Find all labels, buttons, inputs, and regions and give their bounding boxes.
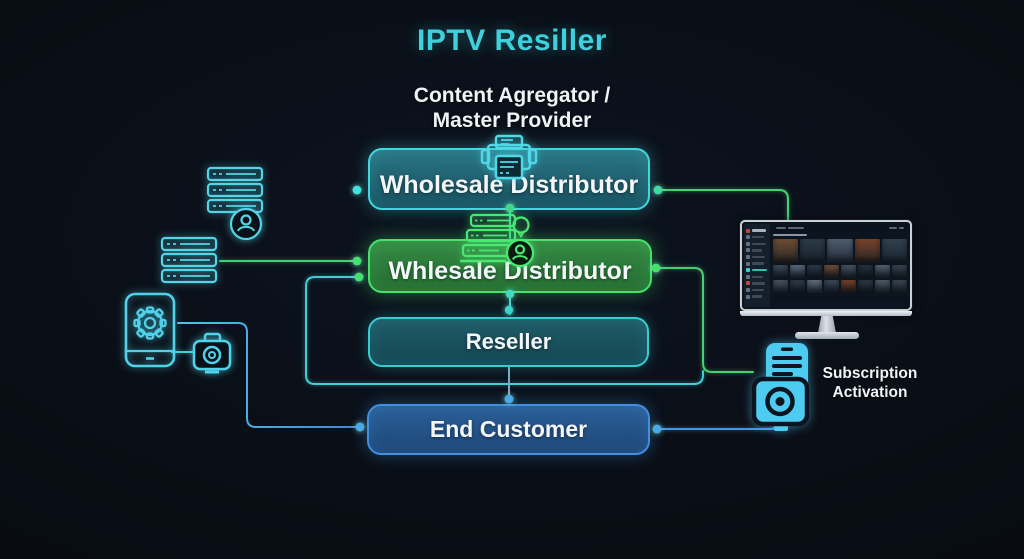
screen-sidebar-item — [746, 294, 768, 299]
video-thumbnail — [875, 265, 890, 278]
video-thumbnail — [807, 265, 822, 278]
video-thumbnail — [841, 265, 856, 278]
phone-gear-icon — [124, 292, 176, 368]
video-thumbnail — [827, 239, 853, 263]
screen-sidebar-item — [746, 287, 768, 292]
printer-icon — [480, 134, 538, 180]
video-thumbnail — [773, 280, 788, 293]
video-thumbnail — [773, 265, 788, 278]
video-thumbnail — [881, 239, 908, 263]
screen-bottombar — [773, 296, 907, 301]
screen-sidebar-item — [746, 241, 768, 246]
subscription-line1: Subscription — [822, 365, 918, 382]
screen-topbar — [773, 225, 907, 231]
screen-content — [770, 224, 908, 307]
video-thumbnail — [824, 280, 839, 293]
video-thumbnail — [807, 280, 822, 293]
screen-sidebar-item — [746, 261, 768, 266]
video-thumbnail — [800, 239, 826, 263]
screen-heading-bar — [773, 233, 907, 237]
subscription-device-icon — [751, 343, 810, 431]
screen-sidebar-item — [746, 248, 768, 253]
screen-sidebar-item — [746, 235, 768, 240]
monitor-stand-neck — [818, 316, 836, 333]
screen-sidebar — [744, 224, 770, 307]
video-thumbnail — [875, 280, 890, 293]
thumbnail-row — [773, 280, 907, 293]
thumbnail-row — [773, 265, 907, 278]
video-thumbnail — [790, 265, 805, 278]
video-thumbnail — [892, 280, 907, 293]
thumbnail-row — [773, 239, 908, 263]
video-thumbnail — [773, 239, 799, 263]
video-thumbnail — [854, 239, 880, 263]
monitor-chin — [740, 311, 912, 316]
subscription-activation-label: Subscription Activation — [820, 365, 920, 403]
screen-sidebar-item — [746, 228, 768, 233]
subscription-line2: Activation — [832, 383, 908, 401]
video-thumbnail — [858, 280, 873, 293]
node-reseller: Reseller — [368, 317, 649, 367]
content-aggregator-label: Content Agregator / Master Provider — [0, 84, 1024, 134]
video-thumbnail — [892, 265, 907, 278]
screen-sidebar-item — [746, 281, 768, 286]
video-thumbnail — [824, 265, 839, 278]
monitor-display — [740, 220, 916, 342]
server-stack-user-icon — [206, 166, 264, 241]
monitor-screen — [740, 220, 912, 311]
video-thumbnail — [790, 280, 805, 293]
page-title: IPTV Resiller — [417, 24, 607, 57]
node-label: Reseller — [465, 329, 552, 354]
content-aggregator-line1: Content Agregator / — [413, 84, 611, 107]
screen-sidebar-item — [746, 274, 768, 279]
content-aggregator-line2: Master Provider — [432, 108, 592, 132]
node-label: End Customer — [429, 416, 588, 442]
video-thumbnail — [841, 280, 856, 293]
video-thumbnail — [858, 265, 873, 278]
monitor-stand-base — [795, 332, 859, 339]
screen-sidebar-item — [746, 254, 768, 259]
screen-sidebar-item — [746, 268, 768, 273]
node-end-customer: End Customer — [367, 404, 650, 455]
server-stack-icon — [160, 236, 218, 284]
camera-device-icon — [192, 332, 232, 374]
server-stack-user-icon — [460, 213, 535, 268]
